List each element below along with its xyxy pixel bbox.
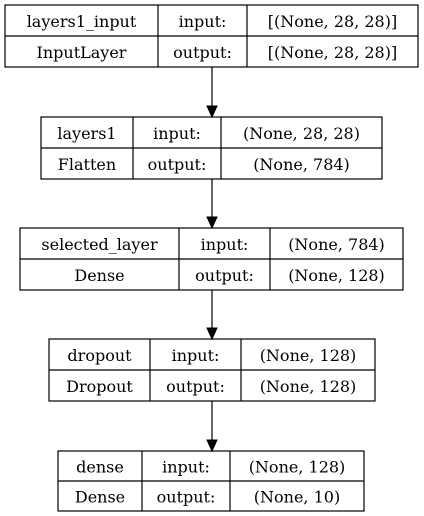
input-label: input: [162, 458, 210, 477]
edges-layer [206, 67, 218, 453]
layer-type: Dense [74, 266, 124, 285]
input-shape: (None, 128) [249, 458, 346, 477]
edge-arrow [206, 179, 218, 230]
layer-name: dense [76, 458, 124, 477]
input-label: input: [201, 235, 249, 254]
arrowhead-icon [206, 216, 218, 230]
edge-arrow [206, 401, 218, 453]
output-label: output: [157, 488, 216, 507]
layer-type: Flatten [58, 155, 116, 174]
input-shape: (None, 128) [260, 346, 357, 365]
input-shape: [(None, 28, 28)] [268, 12, 397, 31]
input-label: input: [172, 346, 220, 365]
output-label: output: [173, 43, 232, 62]
layer-name: layers1_input [27, 12, 137, 31]
output-shape: (None, 128) [288, 266, 385, 285]
output-shape: [(None, 28, 28)] [268, 43, 397, 62]
layer-type: InputLayer [37, 43, 127, 62]
output-label: output: [195, 266, 254, 285]
layer-name: layers1 [57, 124, 116, 143]
input-shape: (None, 784) [288, 235, 385, 254]
output-shape: (None, 784) [253, 155, 350, 174]
output-label: output: [166, 377, 225, 396]
arrowhead-icon [206, 105, 218, 119]
layer-type: Dense [75, 488, 125, 507]
input-shape: (None, 28, 28) [243, 124, 360, 143]
input-label: input: [153, 124, 201, 143]
output-label: output: [148, 155, 207, 174]
edge-arrow [206, 67, 218, 119]
arrowhead-icon [206, 439, 218, 453]
layer-name: dropout [67, 346, 132, 365]
output-shape: (None, 10) [254, 488, 340, 507]
arrowhead-icon [206, 327, 218, 341]
output-shape: (None, 128) [260, 377, 357, 396]
input-label: input: [179, 12, 227, 31]
edge-arrow [206, 290, 218, 341]
layer-name: selected_layer [41, 235, 158, 254]
layer-type: Dropout [66, 377, 133, 396]
